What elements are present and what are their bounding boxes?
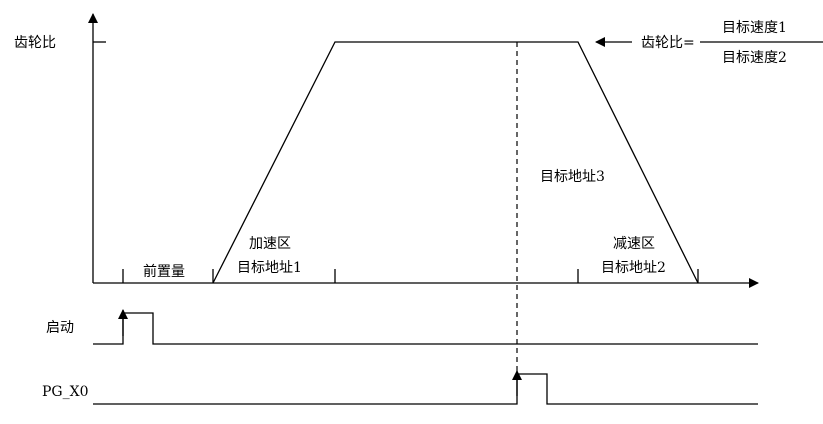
accel-zone-label: 加速区 — [249, 236, 291, 252]
start-signal-waveform — [93, 312, 758, 345]
pgx0-signal-waveform — [93, 373, 758, 405]
start-signal-label: 启动 — [46, 320, 74, 336]
preset-label: 前置量 — [143, 263, 185, 280]
formula-numerator: 目标速度1 — [722, 20, 787, 36]
target-address-3-label: 目标地址3 — [540, 169, 605, 185]
y-axis-label: 齿轮比 — [14, 35, 56, 51]
decel-zone-label: 减速区 — [613, 236, 655, 252]
formula-lhs: 齿轮比= — [641, 35, 695, 51]
target-address-1-label: 目标地址1 — [237, 260, 302, 276]
formula-denominator: 目标速度2 — [722, 50, 787, 66]
pgx0-signal-label: PG_X0 — [42, 384, 88, 400]
target-address-2-label: 目标地址2 — [601, 260, 666, 276]
ratio-profile-line — [212, 41, 699, 284]
